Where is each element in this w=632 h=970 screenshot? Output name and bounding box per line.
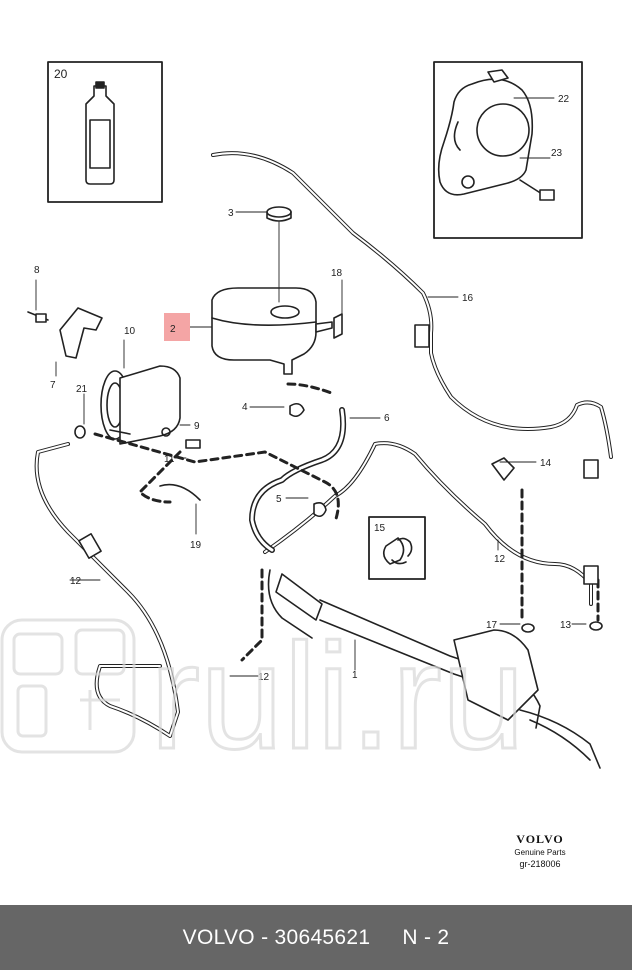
fluid-bottle-icon (85, 81, 115, 185)
highlight-part-2 (164, 313, 190, 341)
heat-shield-icon (437, 69, 555, 201)
callout-5: 5 (276, 494, 282, 505)
footer-bar: VOLVO - 30645621 N - 2 (0, 905, 632, 970)
inset-box-15 (368, 516, 426, 580)
callout-19: 19 (190, 540, 202, 551)
mounting-bracket (27, 307, 103, 359)
volvo-logo: VOLVO (516, 832, 564, 846)
callout-8: 8 (34, 265, 40, 276)
callout-22: 22 (558, 94, 570, 105)
position-ref: N - 2 (402, 925, 450, 949)
callout-12-bottom: 12 (258, 672, 270, 683)
callout-16: 16 (462, 293, 474, 304)
callout-13: 13 (560, 620, 572, 631)
callout-23: 23 (551, 148, 563, 159)
callout-6: 6 (384, 413, 390, 424)
callout-2: 2 (170, 324, 176, 335)
power-steering-pump (100, 365, 181, 445)
reservoir-cap (266, 206, 292, 222)
callout-14: 14 (540, 458, 552, 469)
diagram-code: gr-218006 (519, 859, 561, 869)
callout-15: 15 (374, 523, 386, 534)
hose-clip-icon (382, 537, 413, 565)
callout-7: 7 (50, 380, 56, 391)
inset-box-20 (47, 61, 163, 203)
callout-12-left: 12 (70, 576, 82, 587)
callout-20: 20 (54, 67, 68, 81)
fluid-reservoir (211, 287, 333, 375)
callout-9: 9 (194, 421, 200, 432)
callout-3: 3 (228, 208, 234, 219)
callout-18: 18 (331, 268, 343, 279)
steering-rack (267, 569, 601, 769)
brand-block: VOLVO Genuine Parts gr-218006 (490, 832, 590, 869)
callout-12-right: 12 (494, 554, 506, 565)
callout-1: 1 (352, 670, 358, 681)
callout-21: 21 (76, 384, 88, 395)
parts-diagram: 20 22 23 3 8 18 16 2 10 7 21 4 6 9 11 14… (27, 61, 613, 769)
callout-17: 17 (486, 620, 498, 631)
supply-line-12 (34, 442, 180, 738)
brand-subtitle: Genuine Parts (514, 848, 566, 857)
callout-10: 10 (124, 326, 136, 337)
inset-box-22 (433, 61, 583, 239)
callout-11: 11 (164, 454, 175, 465)
part-number: VOLVO - 30645621 (182, 925, 371, 949)
callout-4: 4 (242, 402, 248, 413)
